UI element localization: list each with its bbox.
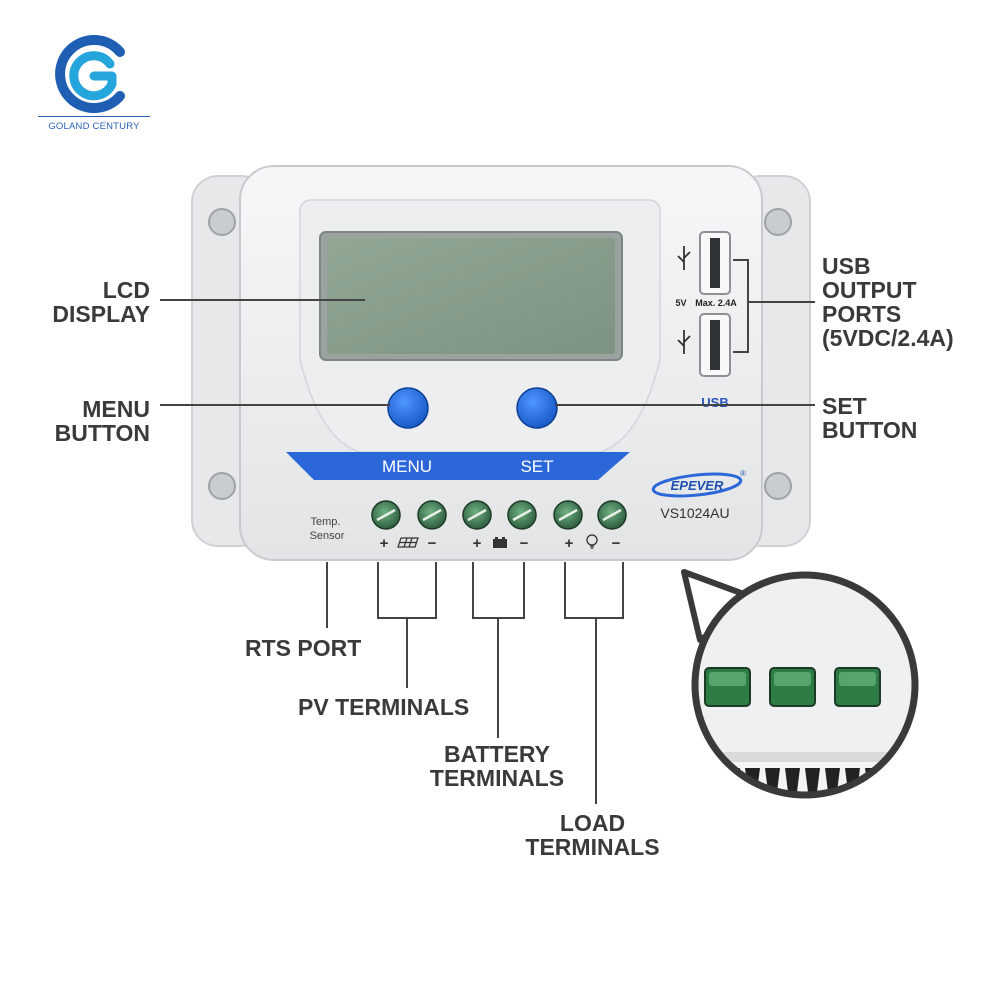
pv-bracket <box>377 562 437 688</box>
set-button[interactable] <box>516 387 558 429</box>
mounting-hole-bottom-left <box>208 472 236 500</box>
mounting-holes <box>208 208 792 500</box>
pv-positive-terminal[interactable] <box>371 500 401 530</box>
menu-panel-label: MENU <box>382 457 432 476</box>
pv-negative-terminal[interactable] <box>417 500 447 530</box>
terminal-zoom-inset <box>681 569 919 799</box>
set-panel-label: SET <box>520 457 553 476</box>
mounting-hole-bottom-right <box>764 472 792 500</box>
usb-bracket <box>733 259 815 353</box>
registered-mark: ® <box>740 469 746 478</box>
usb-icon <box>677 246 691 354</box>
mounting-hole-top-left <box>208 208 236 236</box>
set-button-callout: SET BUTTON <box>822 393 918 443</box>
load-negative-terminal[interactable] <box>597 500 627 530</box>
usb-ports-callout: USB OUTPUT PORTS (5VDC/2.4A) <box>822 253 954 351</box>
terminal-block <box>371 500 627 530</box>
solar-panel-icon <box>397 537 419 548</box>
usb-current-label: Max. 2.4A <box>695 298 737 308</box>
load-bracket <box>564 562 624 804</box>
mounting-hole-top-right <box>764 208 792 236</box>
battery-minus-sign: − <box>520 535 529 552</box>
logo-rule <box>38 116 150 117</box>
button-label-stripe <box>286 452 630 480</box>
menu-button[interactable] <box>387 387 429 429</box>
load-terminals-callout: LOAD TERMINALS <box>525 810 660 860</box>
battery-plus-sign: + <box>473 535 482 552</box>
load-positive-terminal[interactable] <box>553 500 583 530</box>
zoom-terminal-openings <box>704 667 881 707</box>
manufacturer-logo-swoosh <box>651 472 743 498</box>
load-plus-sign: + <box>565 535 574 552</box>
pv-minus-sign: − <box>428 535 437 552</box>
battery-icon <box>493 537 507 548</box>
pv-terminals-callout: PV TERMINALS <box>298 694 470 720</box>
temp-sensor-label: Temp. Sensor <box>310 516 345 542</box>
usb-ports <box>699 231 731 377</box>
model-number: VS1024AU <box>660 505 729 521</box>
brand-logo <box>55 35 125 113</box>
usb-voltage-label: 5V <box>675 298 686 308</box>
battery-positive-terminal[interactable] <box>462 500 492 530</box>
pv-plus-sign: + <box>380 535 389 552</box>
logo-inner-arc <box>69 51 117 101</box>
leader-lines <box>160 259 815 804</box>
battery-terminals-callout: BATTERY TERMINALS <box>429 741 565 791</box>
battery-bracket <box>472 562 525 738</box>
bulb-icon <box>586 534 598 549</box>
logo-outer-arc <box>55 35 125 113</box>
usb-label: USB <box>701 395 728 410</box>
brand-name: GOLAND CENTURY <box>48 121 140 132</box>
lcd-display <box>327 238 615 354</box>
load-minus-sign: − <box>612 535 621 552</box>
rts-port-callout: RTS PORT <box>245 635 362 661</box>
battery-negative-terminal[interactable] <box>507 500 537 530</box>
menu-button-callout: MENU BUTTON <box>54 396 150 446</box>
manufacturer-logo: EPEVER <box>671 478 724 493</box>
lcd-display-callout: LCD DISPLAY <box>52 277 150 327</box>
